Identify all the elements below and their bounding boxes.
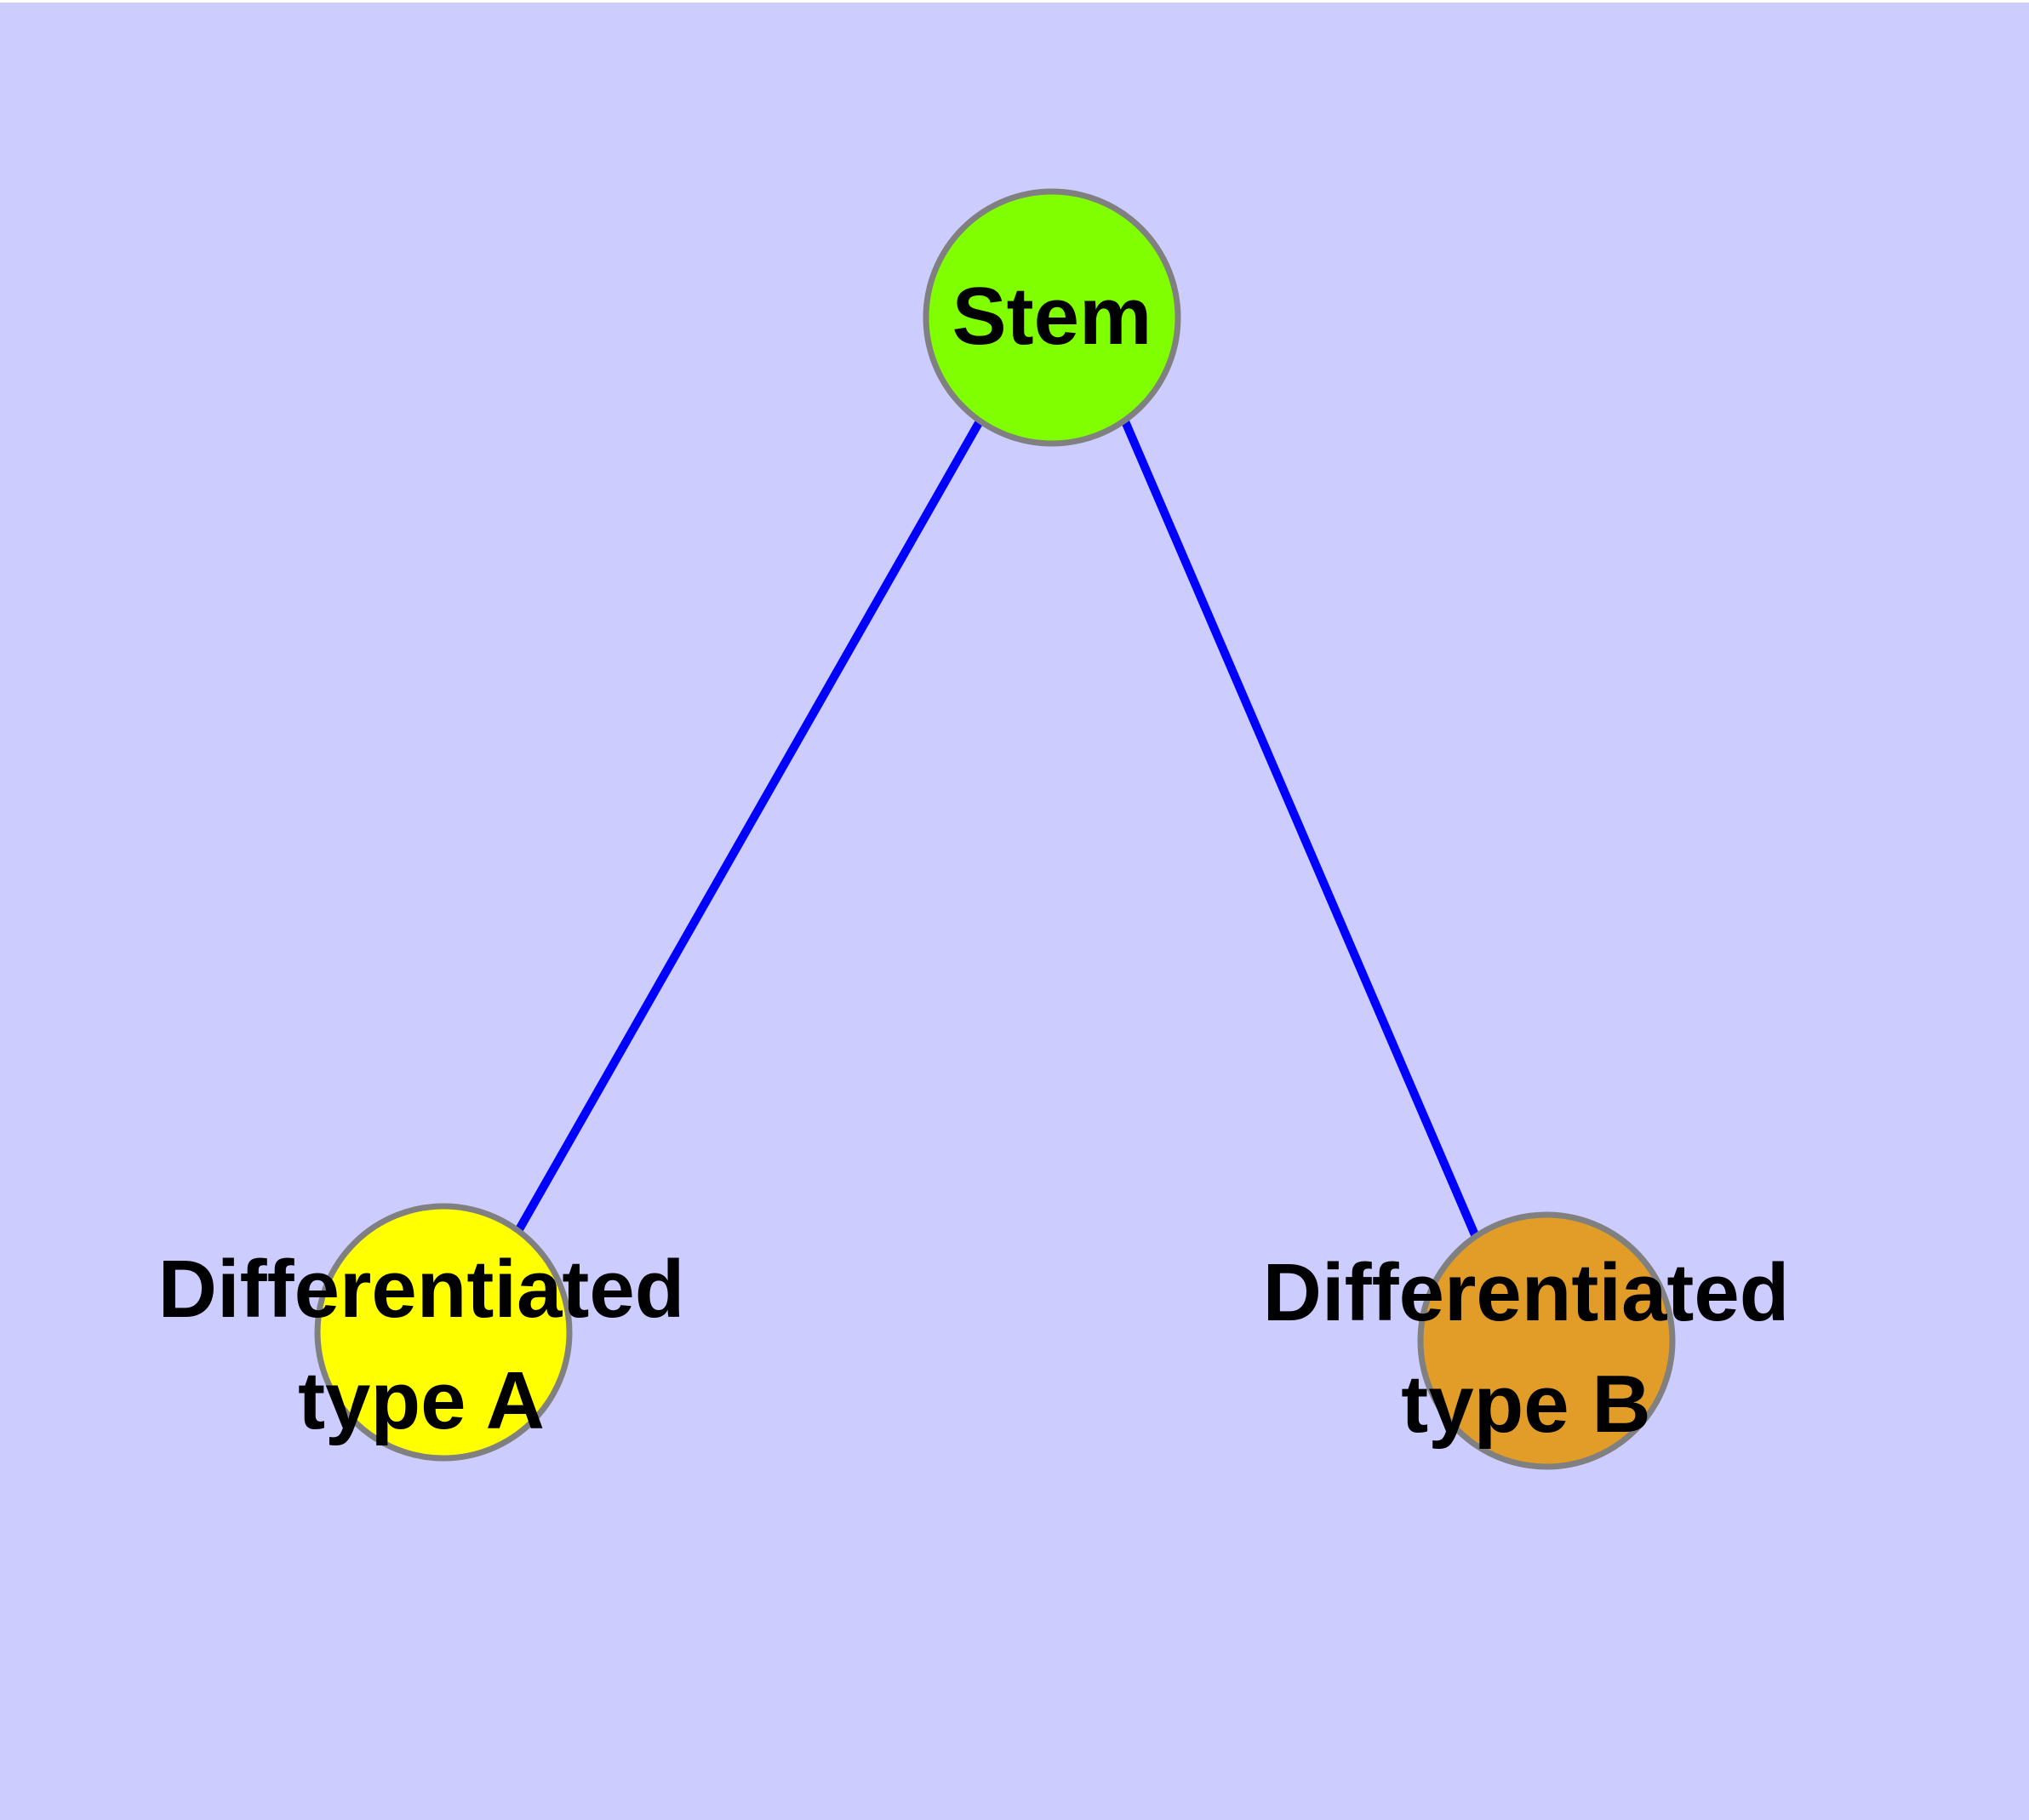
node-stem[interactable]: Stem: [923, 188, 1181, 447]
node-differentiated-type-b-circle[interactable]: [1417, 1211, 1676, 1470]
node-differentiated-type-b-label-line-1: Differentiated: [1263, 1247, 1790, 1338]
edge-stem-to-type-b[interactable]: [1121, 420, 1480, 1239]
node-differentiated-type-b-label-line-2: type B: [1401, 1359, 1650, 1450]
edges-layer: [514, 419, 1480, 1239]
node-differentiated-type-a-circle[interactable]: [314, 1203, 573, 1462]
nodes-layer: Stem Differentiated type A Differentiate…: [158, 188, 1790, 1470]
node-stem-circle[interactable]: [923, 188, 1181, 447]
node-differentiated-type-b[interactable]: Differentiated type B: [1263, 1211, 1790, 1470]
node-stem-label-line-1: Stem: [952, 271, 1152, 362]
node-differentiated-type-a-label-line-1: Differentiated: [158, 1244, 685, 1335]
node-differentiated-type-a-label-line-2: type A: [298, 1355, 545, 1446]
edge-stem-to-type-a[interactable]: [514, 419, 984, 1233]
node-differentiated-type-a[interactable]: Differentiated type A: [158, 1203, 685, 1462]
